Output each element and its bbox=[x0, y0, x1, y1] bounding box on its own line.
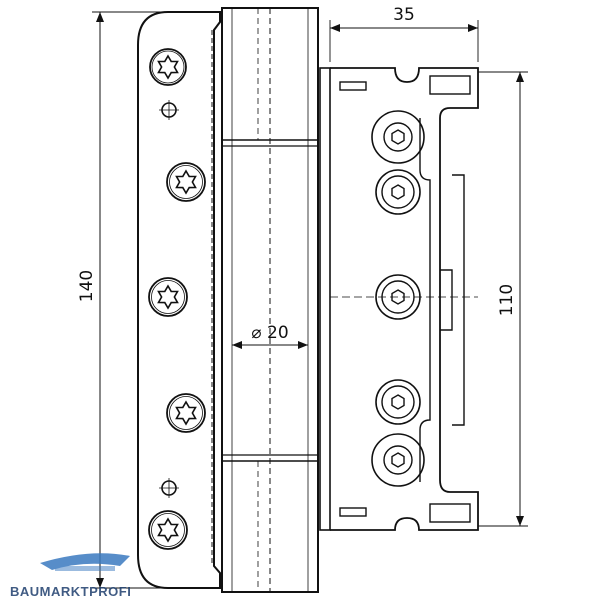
torx-screw-2 bbox=[166, 162, 206, 202]
torx-screw-3 bbox=[148, 277, 188, 317]
left-height-label: 140 bbox=[77, 270, 97, 302]
hex-screw-1 bbox=[371, 110, 425, 164]
small-hole-2 bbox=[159, 478, 179, 498]
top-width-label: 35 bbox=[393, 5, 415, 25]
top-width-dimension bbox=[329, 20, 479, 62]
hinge-barrel bbox=[221, 7, 319, 593]
torx-screw-4 bbox=[166, 393, 206, 433]
small-hole-1 bbox=[159, 100, 179, 120]
watermark-logo: BAUMARKTPROFI bbox=[10, 553, 131, 599]
right-height-label: 110 bbox=[497, 284, 517, 316]
left-height-dimension bbox=[92, 11, 168, 589]
torx-screw-1 bbox=[149, 48, 187, 86]
logo-swoosh-icon bbox=[40, 553, 130, 570]
torx-screw-5 bbox=[148, 510, 188, 550]
hex-screw-5 bbox=[371, 433, 425, 487]
diameter-label: ⌀ 20 bbox=[251, 323, 288, 343]
hex-screw-4 bbox=[375, 379, 421, 425]
hex-screw-3 bbox=[375, 274, 421, 320]
hex-screw-2 bbox=[375, 169, 421, 215]
left-hinge-leaf bbox=[137, 11, 221, 589]
right-hinge-leaf bbox=[319, 67, 479, 531]
right-height-dimension bbox=[478, 71, 528, 527]
watermark-text: BAUMARKTPROFI bbox=[10, 584, 131, 599]
diameter-dimension bbox=[232, 341, 308, 349]
